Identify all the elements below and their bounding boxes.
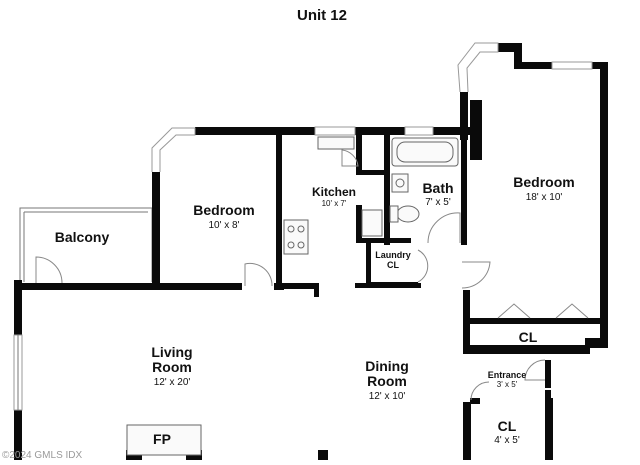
- bedroom-closet-label: CL: [519, 329, 538, 345]
- laundry-label-line2: CL: [387, 260, 399, 270]
- living-room-label-line2: Room: [152, 359, 192, 375]
- living-room-size: 12' x 20': [154, 377, 191, 388]
- fireplace-label: FP: [153, 431, 171, 447]
- dining-room-label-line2: Room: [367, 373, 407, 389]
- bedroom-left-size: 10' x 8': [208, 220, 239, 231]
- windows: [13, 42, 593, 411]
- kitchen-label: Kitchen: [312, 185, 356, 199]
- dining-room-label-line1: Dining: [365, 358, 409, 374]
- entrance-closet-label: CL: [498, 418, 517, 434]
- fixtures: [126, 136, 459, 456]
- entrance-label: Entrance: [488, 370, 527, 380]
- balcony-outline: [19, 207, 153, 282]
- entrance-size: 3' x 5': [497, 380, 518, 389]
- bath-label: Bath: [422, 180, 453, 196]
- bath-size: 7' x 5': [425, 197, 451, 208]
- balcony-label: Balcony: [55, 229, 110, 245]
- entrance-closet-size: 4' x 5': [494, 435, 520, 446]
- dining-room-size: 12' x 10': [369, 391, 406, 402]
- doors: [35, 149, 589, 401]
- bedroom-right-label: Bedroom: [513, 174, 574, 190]
- kitchen-size: 10' x 7': [322, 199, 347, 208]
- laundry-label-line1: Laundry: [375, 250, 411, 260]
- walls: [14, 43, 608, 460]
- plan-title: Unit 12: [297, 7, 347, 24]
- watermark: ©2024 GMLS IDX: [2, 450, 83, 460]
- bedroom-right-size: 18' x 10': [526, 192, 563, 203]
- bedroom-left-label: Bedroom: [193, 202, 254, 218]
- living-room-label-line1: Living: [151, 344, 192, 360]
